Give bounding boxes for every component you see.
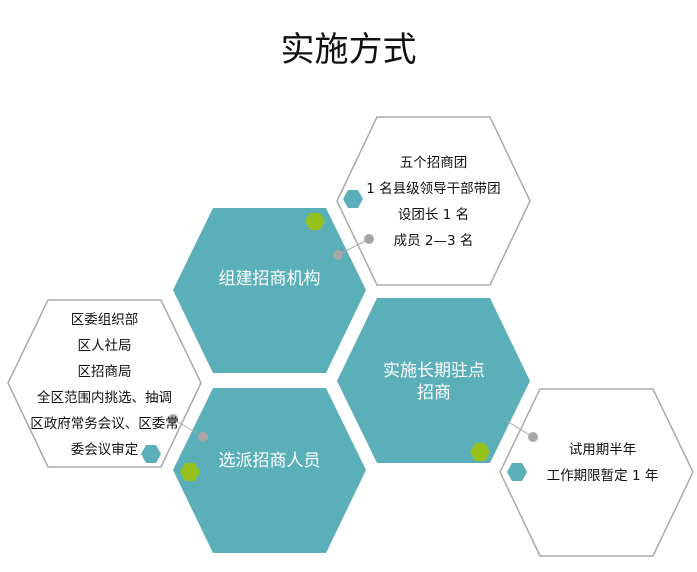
small-hex-teal xyxy=(343,190,363,208)
outline-hex-organize xyxy=(336,116,531,286)
detail-line: 设团长 1 名 xyxy=(397,207,470,223)
small-hex-green xyxy=(305,213,325,230)
hex-label-select: 选派招商人员 xyxy=(218,451,321,471)
detail-select: 区委组织部 区人社局 区招商局 全区范围内挑选、抽调 区政府常务会议、区委常 委… xyxy=(8,307,201,463)
detail-line: 区委组织部 xyxy=(70,312,139,328)
detail-line: 全区范围内挑选、抽调 xyxy=(37,390,172,406)
detail-line: 区招商局 xyxy=(77,364,132,380)
small-hex-teal xyxy=(141,445,161,463)
small-hex-green xyxy=(180,463,200,481)
detail-organize: 五个招商团 1 名县级领导干部带团 设团长 1 名 成员 2—3 名 xyxy=(337,150,530,254)
small-hex-teal xyxy=(507,463,527,481)
detail-line: 试用期半年 xyxy=(568,442,637,458)
detail-line: 区政府常务会议、区委常 xyxy=(30,416,179,432)
detail-line: 工作期限暂定 1 年 xyxy=(546,468,659,484)
detail-station: 试用期半年 工作期限暂定 1 年 xyxy=(506,437,697,489)
detail-line: 五个招商团 xyxy=(399,155,468,171)
hex-organize xyxy=(173,208,366,373)
connector-dots xyxy=(168,234,538,442)
connectors xyxy=(172,238,534,438)
detail-line: 成员 2—3 名 xyxy=(393,233,474,249)
detail-line: 委会议审定 xyxy=(70,442,139,458)
hex-label-station: 实施长期驻点招商 xyxy=(383,361,485,403)
page-title: 实施方式 xyxy=(280,30,417,70)
outline-hex-select xyxy=(7,299,202,468)
outline-hex-station xyxy=(499,388,694,557)
hex-label-organize: 组建招商机构 xyxy=(218,269,321,289)
detail-line: 1 名县级领导干部带团 xyxy=(366,181,501,197)
hex-select xyxy=(173,388,366,553)
detail-line: 区人社局 xyxy=(77,338,132,354)
small-hex-green xyxy=(470,443,490,461)
hex-station xyxy=(337,298,530,463)
